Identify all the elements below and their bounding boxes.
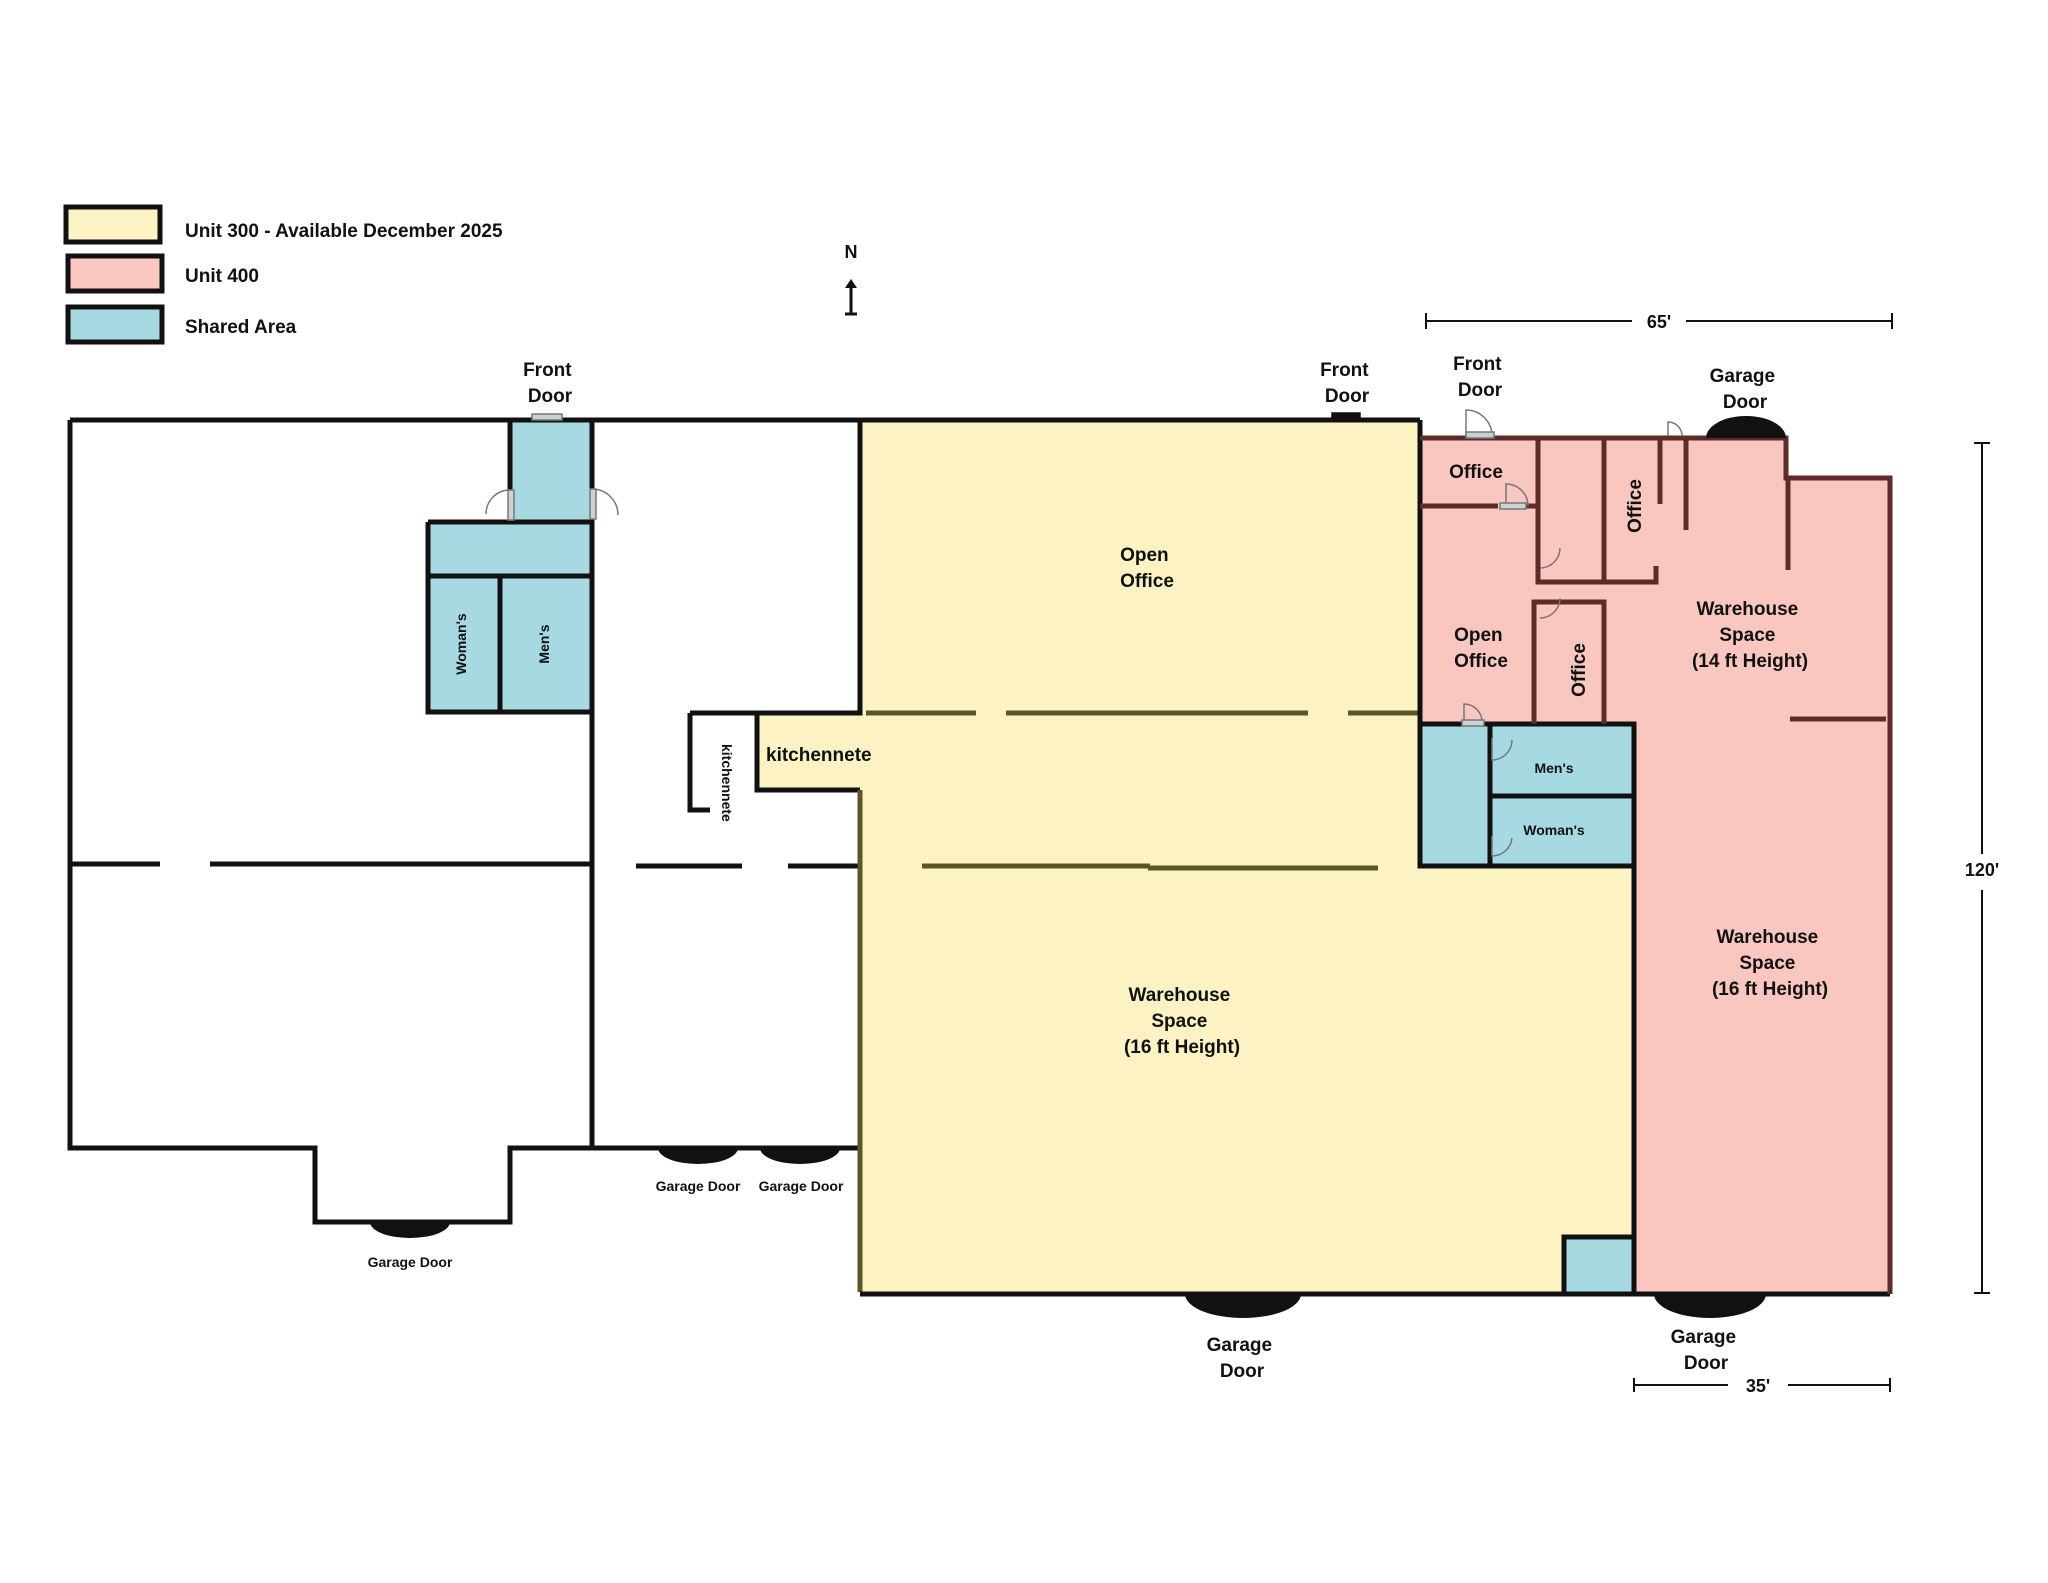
garage-door-label-bottom-400: Garage Door <box>1671 1327 1742 1374</box>
garage-door-icon <box>370 1222 450 1238</box>
north-arrow-icon: N <box>845 242 858 316</box>
warehouse-label-300: Warehouse Space (16 ft Height) <box>1124 985 1240 1058</box>
legend-swatch-unit400 <box>65 253 165 294</box>
unit-400-area <box>1420 438 1890 1292</box>
shared-vestibule <box>510 420 592 522</box>
open-office-label-300: Open Office <box>1120 545 1174 592</box>
front-door-left-icon <box>531 413 563 421</box>
front-door-middle-icon <box>1331 412 1361 421</box>
unit-300-walls <box>857 710 1418 1292</box>
shared-womans-right <box>1490 796 1634 866</box>
unit-400-walls <box>1420 435 1893 1294</box>
legend-label-shared: Shared Area <box>185 317 297 338</box>
compass-label: N <box>845 242 858 262</box>
garage-door-label-bottom-300: Garage Door <box>1207 1335 1278 1382</box>
mens-label-left: Men's <box>536 624 552 663</box>
legend-label-unit300: Unit 300 - Available December 2025 <box>185 221 503 242</box>
office-label-400: Office <box>1449 462 1503 483</box>
office-vertical-label-a: Office <box>1625 479 1646 533</box>
womans-label-right: Woman's <box>1523 822 1585 838</box>
dimension-65: 65' <box>1647 312 1671 332</box>
front-door-label-left: Front Door <box>523 360 577 407</box>
garage-door-label-small: Garage Door <box>368 1254 453 1270</box>
legend-label-unit400: Unit 400 <box>185 266 259 287</box>
garage-door-icon <box>1706 416 1786 438</box>
garage-door-label-top: Garage Door <box>1710 366 1781 413</box>
shared-corridor-left <box>428 522 592 576</box>
garage-door-label-small: Garage Door <box>759 1178 844 1194</box>
warehouse-label-14ft: Warehouse Space (14 ft Height) <box>1692 599 1808 672</box>
garage-door-icon <box>658 1148 738 1164</box>
shared-corridor-right <box>1420 724 1490 866</box>
door-icons <box>485 409 1683 857</box>
legend-swatch-unit300 <box>63 204 163 245</box>
unit-400-fill <box>1420 438 1890 1292</box>
dimension-35: 35' <box>1746 1376 1770 1396</box>
kitchennete-vertical-label: kitchennete <box>719 744 735 822</box>
shared-small-room <box>1564 1237 1632 1292</box>
garage-door-icon <box>760 1148 840 1164</box>
legend: Unit 300 - Available December 2025 Unit … <box>63 204 503 345</box>
shared-areas <box>428 420 1634 1292</box>
dimension-120: 120' <box>1965 860 1999 880</box>
unit-300-area <box>757 420 1632 1292</box>
garage-door-label-small: Garage Door <box>656 1178 741 1194</box>
garage-doors <box>370 416 1786 1318</box>
shared-mens-right <box>1490 724 1634 796</box>
open-office-label-400: Open Office <box>1454 625 1508 672</box>
kitchennete-label: kitchennete <box>766 745 872 766</box>
front-door-label-right: Front Door <box>1453 354 1507 401</box>
legend-swatch-shared <box>65 304 165 345</box>
dimension-lines <box>1425 313 1990 1392</box>
front-door-label-middle: Front Door <box>1320 360 1374 407</box>
shared-mens-left <box>500 576 592 712</box>
warehouse-label-16ft: Warehouse Space (16 ft Height) <box>1712 927 1828 1000</box>
garage-door-icon <box>1185 1294 1301 1318</box>
mens-label-right: Men's <box>1534 760 1573 776</box>
shared-womans-left <box>428 576 500 712</box>
womans-label-left: Woman's <box>453 613 469 675</box>
office-vertical-label-b: Office <box>1569 643 1590 697</box>
unit-300-fill <box>757 420 1632 1292</box>
garage-door-icon <box>1654 1294 1766 1318</box>
